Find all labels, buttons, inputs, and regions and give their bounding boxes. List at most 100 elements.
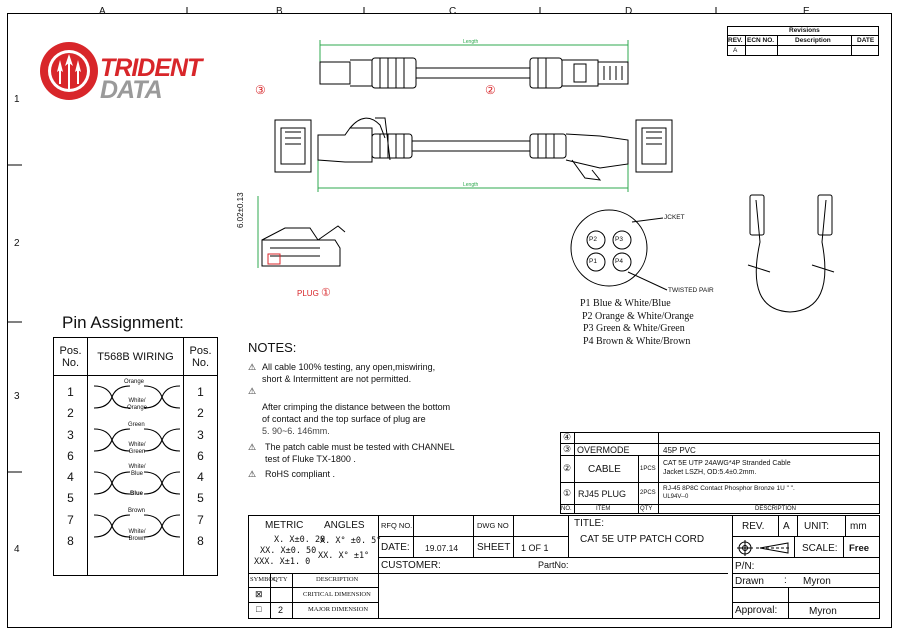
note-3-icon: ⚠ xyxy=(248,442,257,452)
bom-no-2: ② xyxy=(563,463,572,473)
wire-label-white-orange: White/ Orange xyxy=(126,398,147,411)
partno-label: PartNo: xyxy=(538,560,569,570)
wiring-diagram-cell: Orange White/ Orange Green White/ Green … xyxy=(87,375,184,576)
revisions-title: Revisions xyxy=(789,27,820,34)
approval-label: Approval: xyxy=(735,605,778,616)
bom-no-4: ④ xyxy=(563,432,572,442)
right-pin: 4 xyxy=(197,470,204,485)
grid-row-3: 3 xyxy=(14,391,20,402)
note-1-line-1: All cable 100% testing, any open,miswiri… xyxy=(262,362,436,372)
note-4-icon: ⚠ xyxy=(248,469,257,479)
top-left-plug xyxy=(319,61,351,85)
jacket-label: JCKET xyxy=(664,214,685,221)
wire-label-white-blue: White/ Blue xyxy=(128,464,146,477)
date-label: DATE: xyxy=(381,542,410,553)
top-length-label: Length xyxy=(463,39,479,45)
customer-label: CUSTOMER: xyxy=(381,560,441,571)
bom-desc-cable-1: CAT 5E UTP 24AWG*4P Stranded Cable xyxy=(663,460,791,467)
note-3-line-1: The patch cable must be tested with CHAN… xyxy=(265,442,455,452)
bom-desc-cable-2: Jacket LSZH, OD:5.4±0.2mm. xyxy=(663,469,757,476)
bom-header-qty: QTY xyxy=(640,506,653,512)
rfq-label: RFQ NO. xyxy=(381,521,413,530)
pair-p1: P1 xyxy=(589,258,597,265)
revisions-table: Revisions REV. ECN NO. Description DATE … xyxy=(727,26,879,56)
logo-trident-text: TRIDENT xyxy=(100,54,202,82)
note-2-line-3: 5. 90~6. 146mm. xyxy=(262,426,330,436)
critical-dimension-label: CRITICAL DIMENSION xyxy=(303,591,371,598)
angle-tol-2: XX. X° ±1° xyxy=(318,551,370,561)
callout-2: ② xyxy=(485,83,496,97)
unit-value: mm xyxy=(850,521,867,532)
left-pin: 1 xyxy=(67,385,74,399)
pair-p3: P3 xyxy=(615,236,623,243)
right-pin: 2 xyxy=(197,406,204,421)
left-pin: 8 xyxy=(67,534,74,549)
critical-symbol-icon: ⊠ xyxy=(255,589,263,599)
angle-tol-1: X. X° ±0. 5° xyxy=(320,536,382,546)
bottom-length-label: Length xyxy=(463,182,479,188)
left-pin: 6 xyxy=(67,448,74,463)
grid-col-b: B xyxy=(276,6,283,17)
date-value: 19.07.14 xyxy=(425,543,459,553)
note-4-line: RoHS compliant . xyxy=(265,469,336,479)
qty-header: Q'TY xyxy=(273,576,288,583)
right-pin: 8 xyxy=(197,534,204,549)
sheet-label: SHEET xyxy=(477,542,511,553)
pair-p2: P2 xyxy=(589,236,597,243)
dwg-label: DWG NO xyxy=(477,521,509,530)
bom-header-no: NO. xyxy=(561,506,572,512)
bom-desc-plug-1: RJ-45 8P8C Contact Phosphor Bronze 1U " … xyxy=(663,485,795,492)
pair-legend-4: P4 Brown & White/Brown xyxy=(583,336,691,347)
wire-label-green: Green xyxy=(128,422,145,428)
title-label: TITLE: xyxy=(574,518,605,529)
bom-header-description: DESCRIPTION xyxy=(755,506,797,512)
drawn-label: Drawn xyxy=(735,576,764,587)
scale-value: Free xyxy=(849,543,870,554)
pair-legend-3: P3 Green & White/Green xyxy=(583,323,685,334)
bom-grid xyxy=(560,432,880,514)
pin-assignment-table: Pos. No. T568B WIRING Pos. No. 1 2 3 6 4… xyxy=(53,337,218,576)
pair-legend-2: P2 Orange & White/Orange xyxy=(582,311,694,322)
pn-label: P/N: xyxy=(735,561,755,572)
wire-label-blue: Blue xyxy=(130,491,144,497)
note-2-line-1: After crimping the distance between the … xyxy=(262,402,451,412)
pos-no-right-header: Pos. No. xyxy=(183,337,218,376)
plug-callout-1: ① xyxy=(321,287,331,299)
right-pin: 5 xyxy=(197,491,204,506)
right-pin: 3 xyxy=(197,427,204,442)
left-pin: 7 xyxy=(67,512,74,527)
title-block-grid xyxy=(248,515,880,619)
plug-label-text: PLUG xyxy=(297,289,319,298)
bom-item-overmode: OVERMODE xyxy=(577,445,630,455)
callout-3: ③ xyxy=(255,83,266,97)
drawn-value: Myron xyxy=(803,576,831,587)
left-pin-column: 1 2 3 6 4 5 7 8 xyxy=(53,375,88,576)
bom-qty-plug: 2PCS xyxy=(640,490,656,496)
height-dim-label: 6.02±0.13 xyxy=(236,192,245,228)
grid-row-1: 1 xyxy=(14,94,20,105)
pos-no-left-header: Pos. No. xyxy=(53,337,88,376)
title-block: METRIC ANGLES X. X±0. 20 XX. X±0. 50 XXX… xyxy=(248,515,880,619)
left-pin: 2 xyxy=(67,406,74,421)
revisions-grid xyxy=(727,26,879,56)
wire-label-white-green: White/ Green xyxy=(128,442,146,455)
sheet-value: 1 OF 1 xyxy=(521,543,549,553)
right-pin-column: 1 2 3 6 4 5 7 8 xyxy=(183,375,218,576)
logo-data-text: DATA xyxy=(100,76,163,104)
pin-assignment-title: Pin Assignment: xyxy=(62,313,184,332)
date-col-header: DATE xyxy=(857,37,875,44)
drawing-frame xyxy=(7,13,892,628)
bom-table: ④ ③ OVERMODE 45P PVC ② CABLE 1PCS CAT 5E… xyxy=(560,432,880,514)
pair-p4: P4 xyxy=(615,258,623,265)
drawing-title: CAT 5E UTP PATCH CORD xyxy=(580,534,705,545)
approval-value: Myron xyxy=(809,606,837,617)
grid-row-2: 2 xyxy=(14,238,20,249)
symbol-header: SYMBOL xyxy=(250,576,278,583)
grid-row-4: 4 xyxy=(14,544,20,555)
major-dimension-label: MAJOR DIMENSION xyxy=(308,606,369,613)
note-2-icon: ⚠ xyxy=(248,386,257,396)
wiring-header: T568B WIRING xyxy=(87,337,184,376)
angles-label: ANGLES xyxy=(324,520,365,531)
